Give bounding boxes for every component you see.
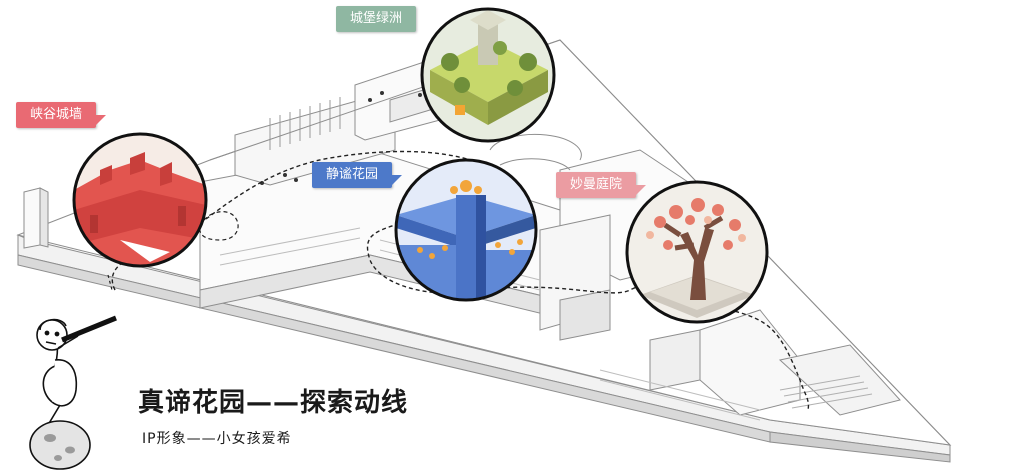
label-canyon-wall: 峡谷城墙: [16, 102, 107, 128]
wonder-courtyard-vignette: [625, 180, 769, 324]
label-quiet-garden: 静谧花园: [312, 162, 403, 188]
label-wonder-courtyard: 妙曼庭院: [556, 172, 647, 198]
route-start-mark: [107, 274, 113, 291]
canyon-wall-vignette: [72, 132, 208, 268]
exploration-route-branch: [199, 211, 239, 241]
label-castle-oasis-text: 城堡绿洲: [350, 11, 403, 26]
label-canyon-wall-text: 峡谷城墙: [30, 107, 83, 122]
castle-oasis-vignette: [420, 7, 556, 143]
diagram-title: 真谛花园——探索动线: [138, 388, 409, 418]
diagram-subtitle: IP形象——小女孩爱希: [142, 431, 292, 447]
quiet-garden-vignette: [394, 158, 538, 302]
label-quiet-garden-text: 静谧花园: [326, 167, 379, 182]
moon-rock-icon: [29, 420, 91, 470]
telescope-girl-figure: [36, 315, 117, 426]
label-wonder-courtyard-text: 妙曼庭院: [570, 177, 623, 192]
label-castle-oasis: 城堡绿洲: [336, 6, 417, 32]
